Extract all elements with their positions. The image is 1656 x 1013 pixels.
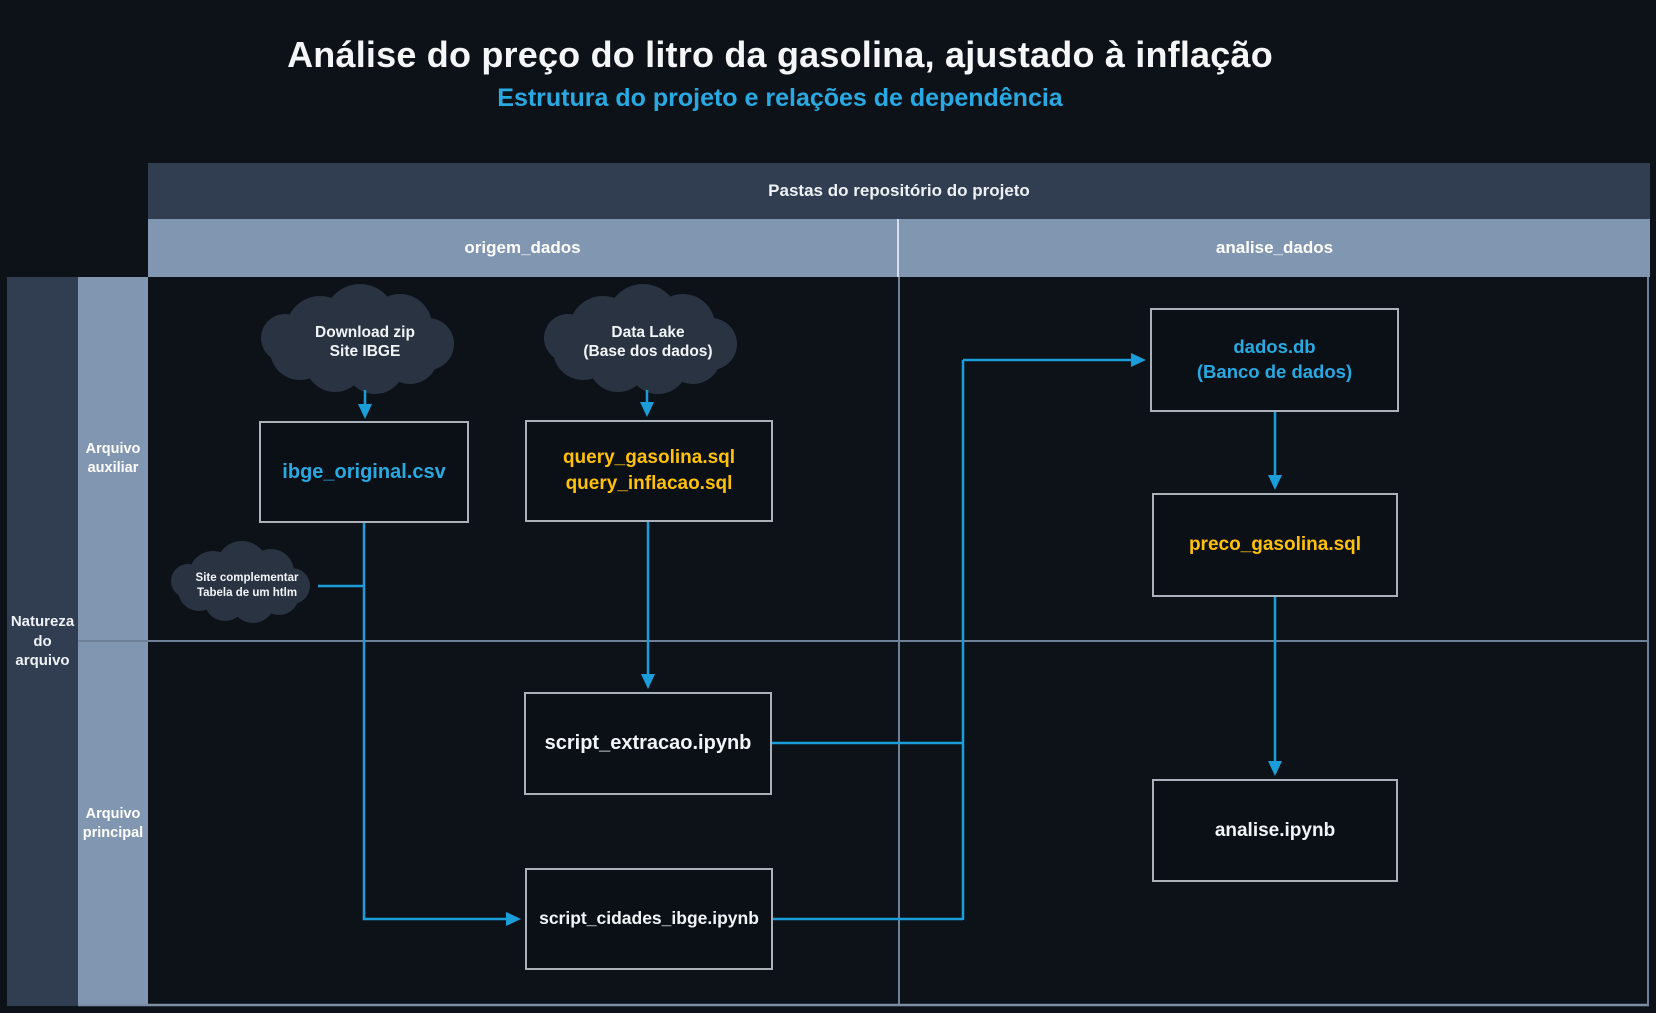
- row-header-arquivo-principal: Arquivo principal: [82, 805, 144, 841]
- cloud-site-complementar-shape: [171, 541, 310, 623]
- column-header-origem-dados: origem_dados: [148, 219, 899, 277]
- node-ibge-original-csv: ibge_original.csv: [259, 421, 469, 523]
- column-header-analise-dados: analise_dados: [899, 219, 1650, 277]
- node-query-sql-files: query_gasolina.sql query_inflacao.sql: [525, 420, 773, 522]
- edge-ibge-to-scriptcidades: [362, 523, 521, 926]
- page-title: Análise do preço do litro da gasolina, a…: [287, 34, 1273, 75]
- title-block: Análise do preço do litro da gasolina, a…: [0, 34, 1560, 113]
- cloud-download-zip-shape: [261, 284, 454, 394]
- node-preco-gasolina-sql: preco_gasolina.sql: [1152, 493, 1398, 597]
- node-dados-db: dados.db (Banco de dados): [1150, 308, 1399, 412]
- row-header-arquivo-auxiliar: Arquivo auxiliar: [85, 441, 141, 476]
- cloud-data-lake-shape: [544, 284, 737, 394]
- table-grid-lines: [78, 277, 1649, 1007]
- repo-folders-header: Pastas do repositório do projeto: [148, 163, 1650, 219]
- cloud-download-zip-label: Download zip Site IBGE: [315, 324, 415, 361]
- node-analise-ipynb: analise.ipynb: [1152, 779, 1398, 882]
- row-axis-title: Natureza do arquivo: [7, 277, 78, 1006]
- node-script-extracao: script_extracao.ipynb: [524, 692, 772, 795]
- page-subtitle: Estrutura do projeto e relações de depen…: [497, 84, 1063, 112]
- cloud-site-complementar-label: Site complementar Tabela de um htlm: [195, 572, 299, 599]
- dependency-connectors: [318, 353, 1282, 926]
- node-script-cidades-ibge: script_cidades_ibge.ipynb: [525, 868, 773, 970]
- cloud-data-lake-label: Data Lake (Base dos dados): [583, 324, 713, 361]
